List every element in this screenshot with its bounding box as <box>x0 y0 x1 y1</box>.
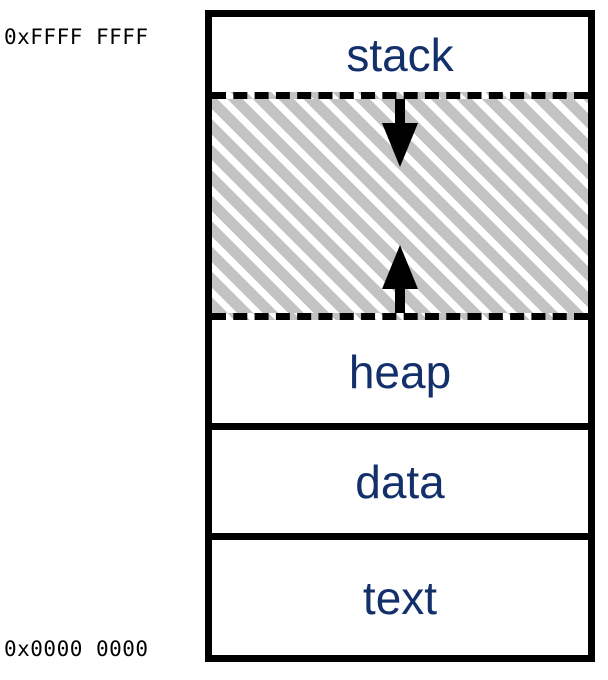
memory-segment-data: data <box>212 430 588 540</box>
memory-segment-free-gap <box>212 92 588 320</box>
arrow-up-icon <box>378 245 422 313</box>
address-label-top: 0xFFFF FFFF <box>4 25 149 49</box>
memory-segments: stack heap <box>212 17 588 655</box>
memory-segment-text: text <box>212 540 588 655</box>
segment-label-heap: heap <box>348 345 452 398</box>
address-label-bottom: 0x0000 0000 <box>4 637 149 661</box>
segment-label-stack: stack <box>346 28 454 81</box>
memory-box: stack heap <box>205 10 595 662</box>
segment-label-data: data <box>355 455 445 508</box>
arrow-down-icon <box>378 99 422 167</box>
segment-label-text: text <box>362 571 438 624</box>
memory-segment-stack: stack <box>212 17 588 92</box>
memory-segment-heap: heap <box>212 320 588 430</box>
